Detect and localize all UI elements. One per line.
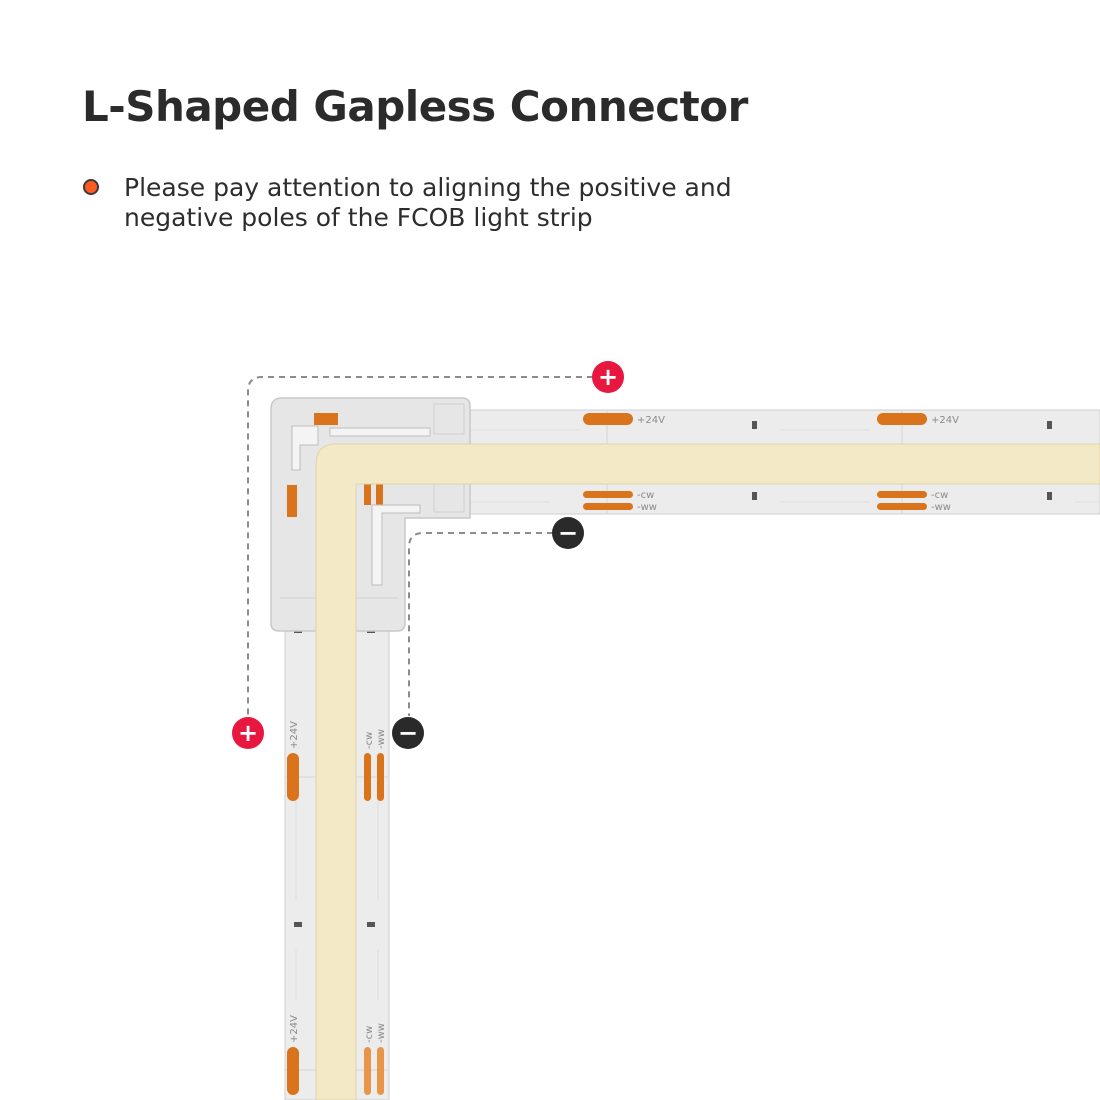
cw-copper-pad <box>877 491 927 498</box>
positive-pole-marker: + <box>232 717 264 749</box>
negative-guide-line <box>408 532 553 716</box>
ww-copper-pad <box>377 1047 384 1095</box>
cw-copper-pad <box>364 1047 371 1095</box>
chip-component <box>1047 492 1052 500</box>
chip-component <box>367 922 375 927</box>
chip-component <box>294 922 302 927</box>
pad-label-cw: -cw <box>637 490 654 501</box>
cob-light-line <box>315 443 1100 1100</box>
positive-copper-pad <box>287 1047 299 1095</box>
connector-ww-contact <box>376 483 383 505</box>
cw-copper-pad <box>583 491 633 498</box>
connector-positive-contact <box>314 413 338 425</box>
connector-cw-contact <box>364 483 371 505</box>
positive-copper-pad <box>287 753 299 801</box>
pad-label-ww: -ww <box>376 1023 387 1043</box>
pad-label-ww: -ww <box>637 502 657 513</box>
ww-copper-pad <box>377 753 384 801</box>
ww-copper-pad <box>877 503 927 510</box>
pad-label-ww: -ww <box>376 729 387 749</box>
pad-label-cw: -cw <box>931 490 948 501</box>
pad-label-cw: -cw <box>364 1026 375 1043</box>
pad-label-positive: +24V <box>931 415 959 426</box>
pad-label-cw: -cw <box>364 732 375 749</box>
pad-label-ww: -ww <box>931 502 951 513</box>
page-title: L-Shaped Gapless Connector <box>82 82 748 131</box>
cw-copper-pad <box>364 753 371 801</box>
positive-copper-pad <box>583 413 633 425</box>
pad-label-positive: +24V <box>289 721 300 749</box>
minus-icon: − <box>558 519 578 547</box>
ww-copper-pad <box>583 503 633 510</box>
pad-label-positive: +24V <box>637 415 665 426</box>
orange-bullet-icon <box>83 179 99 195</box>
chip-component <box>752 492 757 500</box>
chip-component <box>752 421 757 429</box>
positive-pole-marker: + <box>592 361 624 393</box>
instruction-text: Please pay attention to aligning the pos… <box>124 173 732 232</box>
minus-icon: − <box>398 719 418 747</box>
negative-pole-marker: − <box>392 717 424 749</box>
plus-icon: + <box>598 363 618 391</box>
chip-component <box>1047 421 1052 429</box>
plus-icon: + <box>238 719 258 747</box>
l-connector-housing <box>270 397 471 632</box>
connector-positive-contact <box>287 485 297 517</box>
negative-pole-marker: − <box>552 517 584 549</box>
pad-label-positive: +24V <box>289 1015 300 1043</box>
positive-guide-line <box>247 376 593 716</box>
positive-copper-pad <box>877 413 927 425</box>
